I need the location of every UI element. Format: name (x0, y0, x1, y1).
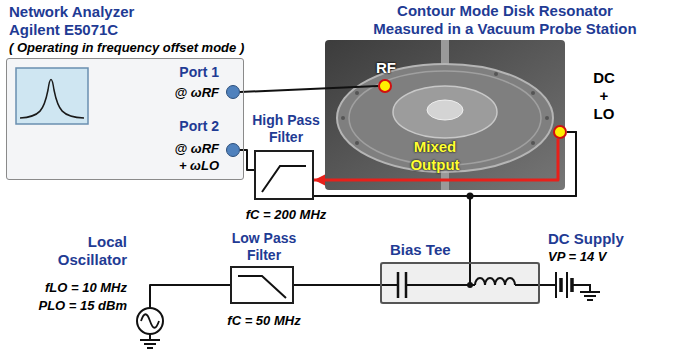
supply-label: DC Supply (548, 230, 624, 248)
release-hole (531, 91, 535, 95)
coax-wire (314, 132, 576, 196)
inner-ring (393, 86, 497, 138)
port-dot: Port 2@ ωRF + ωLO (226, 143, 240, 157)
power-label: PLO = 15 dBm (39, 297, 128, 314)
bias-tee-fill (380, 262, 540, 304)
coax-wire (540, 284, 548, 286)
signal-label: Mixed Output (395, 138, 475, 174)
junction-dot (467, 193, 474, 200)
release-hole (531, 141, 535, 145)
center-post (427, 100, 463, 120)
note: ( Operating in frequency offset mode ) (9, 39, 244, 56)
port-label: Port 2 (179, 118, 219, 135)
capacitor-symbol (398, 272, 406, 298)
analyzer-screen (16, 68, 88, 124)
coax-wire (240, 86, 378, 92)
frequency-label: @ ωRF (175, 84, 219, 101)
voltage-label: VP = 14 V (548, 248, 606, 265)
cutoff-label: fC = 50 MHz (214, 312, 314, 329)
bias-tee-label: Bias Tee (390, 241, 451, 259)
oscillator-symbol: Local OscillatorfLO = 10 MHzPLO = 15 dBm (137, 308, 163, 334)
source-label: Local Oscillator (43, 233, 127, 269)
filter-box: Low Pass FilterfC = 50 MHz (230, 266, 294, 304)
filter-fill (230, 266, 294, 304)
inductor-symbol (475, 278, 515, 285)
cutoff-label: fC = 200 MHz (231, 206, 341, 223)
coax-wire (540, 285, 548, 286)
mixed-output-arrow (314, 139, 558, 180)
coax-wire (240, 150, 254, 170)
heading: Contour Mode Disk Resonator (355, 2, 655, 20)
port-label: Port 1 (179, 64, 219, 81)
bias-tee-box: Bias Tee (380, 262, 540, 304)
pad-label: DC + LO (589, 69, 619, 123)
frequency-label: fLO = 10 MHz (45, 279, 127, 296)
release-hole (355, 141, 359, 145)
arrowhead (314, 175, 325, 186)
filter-fill (254, 150, 314, 200)
filter-label: Low Pass Filter (226, 230, 302, 264)
heading: Agilent E5071C (9, 21, 118, 39)
coax-wire (294, 284, 380, 286)
release-hole (341, 116, 345, 120)
coax-wire (294, 285, 380, 286)
resonance-peak (20, 80, 84, 119)
release-hole (355, 91, 359, 95)
port-dot: Port 1@ ωRF (226, 85, 240, 99)
frequency-label: @ ωRF + ωLO (169, 140, 219, 174)
source-circle (137, 308, 163, 334)
heading: Network Analyzer (9, 3, 134, 21)
bias-tee-wire (380, 262, 540, 285)
disk (337, 64, 553, 172)
sine-symbol (141, 314, 159, 328)
coax-wire (150, 285, 230, 308)
filter-box: High Pass FilterfC = 200 MHz (254, 150, 314, 200)
probe-pad: RF (378, 79, 392, 93)
filter-label: High Pass Filter (248, 112, 324, 146)
high-pass-symbol (262, 166, 306, 192)
connector-group (150, 86, 576, 308)
coax-wire (150, 285, 230, 308)
probe-pad: DC + LO (553, 125, 567, 139)
ground-symbol (140, 334, 160, 348)
mixed-output-arrow (314, 139, 558, 186)
pad-label: RF (376, 59, 396, 77)
dc-supply-symbol: DC SupplyVP = 14 V (548, 266, 600, 304)
sem-photo (325, 40, 565, 190)
coax-wire (240, 150, 254, 170)
release-hole (494, 72, 498, 76)
analyzer-box: Network AnalyzerAgilent E5071C( Operatin… (6, 58, 244, 180)
low-pass-symbol (238, 276, 286, 298)
battery-plate (561, 278, 572, 292)
junction-dot (467, 282, 473, 288)
coax-wire (240, 86, 378, 92)
release-hole (545, 116, 549, 120)
analyzer-panel (6, 58, 244, 180)
coax-wire (314, 132, 576, 196)
heading: Measured in a Vacuum Probe Station (355, 20, 655, 38)
